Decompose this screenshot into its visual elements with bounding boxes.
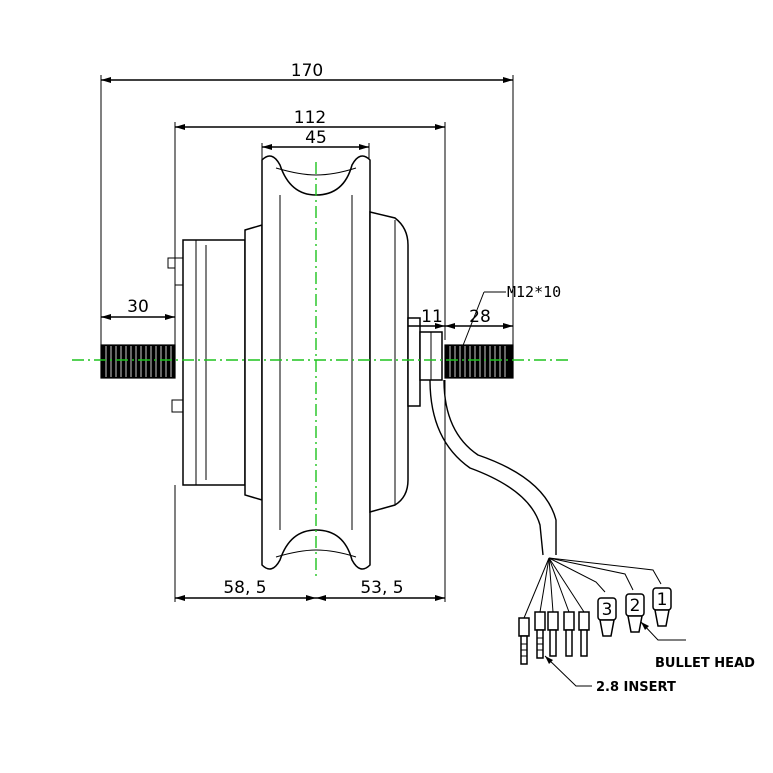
wire-fanout: 3 2 1 xyxy=(518,557,672,665)
dim-overall-label: 170 xyxy=(291,61,323,81)
insert-connector xyxy=(578,611,590,657)
thread-spec-callout: M12*10 xyxy=(461,283,561,349)
dim-hub-label: 112 xyxy=(294,108,326,128)
dim-left-axle-label: 30 xyxy=(127,297,149,317)
thread-spec-label: M12*10 xyxy=(507,283,561,301)
insert-connector xyxy=(563,611,575,657)
dim-center-right-label: 53, 5 xyxy=(360,578,403,598)
wire-number-3: 3 xyxy=(602,600,613,620)
dim-left-center-label: 58, 5 xyxy=(223,578,266,598)
dimension-overall: 170 xyxy=(100,61,514,345)
callout-bullet-head: BULLET HEAD xyxy=(640,621,755,671)
dim-right-axle-label: 28 xyxy=(469,307,491,327)
dimension-left-axle: 30 xyxy=(101,240,176,345)
dimension-right-axle: 11 28 xyxy=(407,305,513,330)
insert-connector xyxy=(547,611,559,657)
dim-rim-label: 45 xyxy=(305,128,327,148)
left-axle xyxy=(100,344,176,379)
right-axle xyxy=(444,344,514,379)
bullet-connector-2: 2 xyxy=(625,593,645,633)
bullet-connector-3: 3 xyxy=(597,597,617,637)
dim-spacer-label: 11 xyxy=(421,307,443,327)
dimension-bottom: 58, 5 53, 5 xyxy=(174,380,446,602)
bullet-head-label: BULLET HEAD xyxy=(655,656,755,671)
insert-connector xyxy=(534,611,546,659)
bullet-connector-1: 1 xyxy=(652,587,672,627)
wire-number-2: 2 xyxy=(630,596,641,616)
callout-insert: 2.8 INSERT xyxy=(544,655,676,695)
insert-label: 2.8 INSERT xyxy=(596,680,676,695)
motor-cable xyxy=(429,379,557,556)
axle-threads xyxy=(105,346,506,377)
dimension-hub: 112 xyxy=(174,108,446,340)
wire-number-1: 1 xyxy=(657,590,668,610)
left-end-cover xyxy=(182,239,246,486)
hub-motor xyxy=(167,155,443,570)
dimension-rim: 45 xyxy=(261,128,370,162)
insert-connector xyxy=(518,617,530,665)
